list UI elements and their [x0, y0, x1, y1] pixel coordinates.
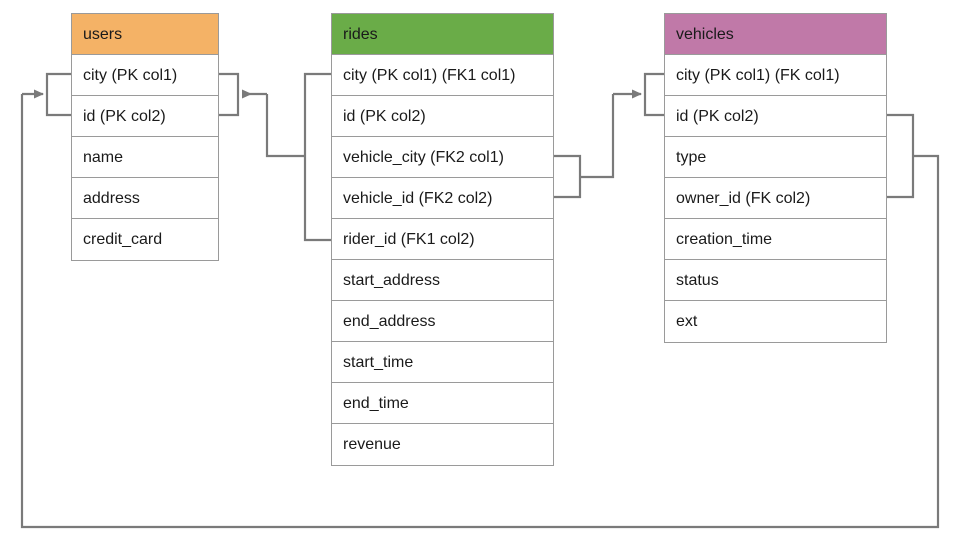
entity-users-column-id: id (PK col2) [72, 96, 218, 137]
entity-vehicles-column-creation-time: creation_time [665, 219, 886, 260]
entity-vehicles-column-ext: ext [665, 301, 886, 342]
entity-vehicles-column-status: status [665, 260, 886, 301]
entity-users-column-name: name [72, 137, 218, 178]
entity-vehicles-header: vehicles [665, 14, 886, 55]
entity-rides-column-end-address: end_address [332, 301, 553, 342]
entity-rides-column-city: city (PK col1) (FK1 col1) [332, 55, 553, 96]
entity-rides-column-id: id (PK col2) [332, 96, 553, 137]
entity-vehicles-column-id: id (PK col2) [665, 96, 886, 137]
entity-users-column-city: city (PK col1) [72, 55, 218, 96]
entity-rides-header: rides [332, 14, 553, 55]
entity-rides-column-revenue: revenue [332, 424, 553, 465]
entity-vehicles-column-type: type [665, 137, 886, 178]
entity-users-header: users [72, 14, 218, 55]
entity-rides-column-start-address: start_address [332, 260, 553, 301]
entity-vehicles-column-city: city (PK col1) (FK col1) [665, 55, 886, 96]
entity-rides-column-end-time: end_time [332, 383, 553, 424]
connector-rides-to-users [219, 72, 331, 242]
entity-users-column-address: address [72, 178, 218, 219]
connector-rides-to-vehicles [554, 72, 664, 199]
entity-rides-column-vehicle-city: vehicle_city (FK2 col1) [332, 137, 553, 178]
entity-vehicles-column-owner-id: owner_id (FK col2) [665, 178, 886, 219]
entity-rides-column-vehicle-id: vehicle_id (FK2 col2) [332, 178, 553, 219]
entity-users-column-credit-card: credit_card [72, 219, 218, 260]
entity-rides-column-start-time: start_time [332, 342, 553, 383]
entity-vehicles[interactable]: vehicles city (PK col1) (FK col1) id (PK… [664, 13, 887, 343]
entity-users[interactable]: users city (PK col1) id (PK col2) name a… [71, 13, 219, 261]
entity-rides-column-rider-id: rider_id (FK1 col2) [332, 219, 553, 260]
entity-rides[interactable]: rides city (PK col1) (FK1 col1) id (PK c… [331, 13, 554, 466]
